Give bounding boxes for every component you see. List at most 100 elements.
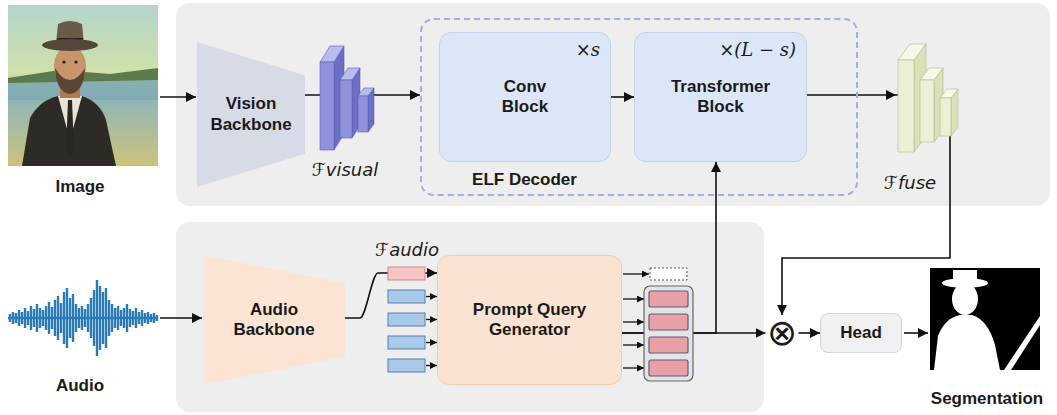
token-arrow xyxy=(426,365,437,366)
feature-label: ℱfuse xyxy=(884,172,936,194)
visual-feature-map xyxy=(320,46,374,150)
prompt-query xyxy=(649,291,688,307)
text-holder: ELF Decoder xyxy=(439,170,610,190)
trapezoid-fill xyxy=(203,255,345,385)
node-label: Audio Backbone xyxy=(230,300,318,341)
mask-ground xyxy=(930,268,1040,370)
flow-arrow xyxy=(611,96,634,98)
conv-block: Conv Block ×s xyxy=(439,32,611,162)
label-holder: ℱvisual xyxy=(312,159,379,181)
feature-slab-front xyxy=(920,80,934,142)
feature-slab-top xyxy=(358,88,374,96)
photo-eye xyxy=(62,60,65,63)
head-box: Head xyxy=(820,313,902,353)
prompt-query xyxy=(649,337,688,353)
fuse-arrowhead xyxy=(886,90,896,100)
photo-ground xyxy=(8,5,158,166)
feature-slab-top xyxy=(340,68,360,80)
output-label: Segmentation xyxy=(931,389,1043,409)
node-label: Conv Block xyxy=(494,77,556,118)
label-holder: Audio xyxy=(56,376,104,396)
feature-slab-top xyxy=(920,68,943,80)
query-token xyxy=(388,359,425,372)
feature-slab-front xyxy=(358,96,368,132)
query-token xyxy=(388,313,425,326)
photo-hat-brim xyxy=(42,39,98,51)
trapezoid-fill xyxy=(197,42,305,187)
node-label: Vision Backbone xyxy=(207,94,295,135)
feature-label: ℱaudio xyxy=(375,239,439,261)
query-generator: Prompt Query Generator xyxy=(437,255,622,385)
photo-tie xyxy=(66,100,74,158)
query-arrow xyxy=(623,344,644,345)
output-arrow xyxy=(904,332,928,334)
query-arrow xyxy=(623,321,644,322)
node-label: ⊗ xyxy=(767,315,797,351)
label-holder: ℱaudio xyxy=(375,239,439,261)
segmentation-mask xyxy=(930,268,1040,370)
decoder-group: ELF Decoder Conv Block ×sTransformer Block… xyxy=(420,18,858,196)
mask-head xyxy=(952,283,978,315)
photo-jacket xyxy=(22,96,116,166)
photo-eye xyxy=(74,60,77,63)
query-arrow xyxy=(623,298,644,299)
feature-slab-front xyxy=(340,80,352,138)
feature-slab-top xyxy=(320,46,344,62)
text-holder: Audio Backbone xyxy=(203,255,345,385)
feature-slab-top xyxy=(898,44,926,60)
photo-beard xyxy=(55,68,85,94)
text-holder: Head xyxy=(821,314,901,352)
node-label: Head xyxy=(840,323,882,343)
query-arrow xyxy=(623,367,644,368)
node-label: Transformer Block xyxy=(660,77,782,118)
label-holder: Image xyxy=(55,177,104,197)
feature-slab-front xyxy=(940,98,951,136)
query-token xyxy=(388,336,425,349)
feature-slab-top xyxy=(940,89,958,98)
token-arrow xyxy=(426,296,437,297)
bottom-panel xyxy=(176,222,764,412)
input-label: Audio xyxy=(56,376,104,396)
top-panel xyxy=(176,3,1050,206)
node-label: ELF Decoder xyxy=(472,170,577,190)
label-holder: Segmentation xyxy=(931,389,1043,409)
vision-backbone: Vision Backbone xyxy=(197,42,305,187)
token-arrow xyxy=(426,342,437,343)
text-holder: Prompt Query Generator xyxy=(438,256,621,384)
fused-feature-map xyxy=(898,44,958,152)
input-arrow xyxy=(160,317,202,319)
input-label: Image xyxy=(55,177,104,197)
feature-label: ℱvisual xyxy=(312,159,379,181)
feature-slab-front xyxy=(320,62,334,150)
label-holder: ℱfuse xyxy=(884,172,936,194)
dropped-token xyxy=(650,268,687,280)
prompt-query xyxy=(649,314,688,330)
node-label: Prompt Query Generator xyxy=(449,300,611,341)
text-holder: ×(L − s) xyxy=(719,39,796,61)
query-arrow xyxy=(623,273,649,274)
flow-arrow xyxy=(799,332,821,334)
feature-slab-front xyxy=(898,60,914,152)
mask-streak xyxy=(1004,316,1040,370)
token-arrow xyxy=(426,319,437,320)
multiply-operator: ⊗ xyxy=(766,315,799,351)
input-arrow xyxy=(160,96,196,98)
mask-body xyxy=(934,315,1000,370)
text-holder: ×s xyxy=(576,39,600,61)
prompt-queries xyxy=(623,268,693,381)
audio-token xyxy=(388,267,425,280)
audio-tokens xyxy=(388,267,437,372)
query-token xyxy=(388,290,425,303)
text-holder: Vision Backbone xyxy=(197,42,305,187)
input-photo xyxy=(8,5,158,166)
audio-backbone: Audio Backbone xyxy=(203,255,345,385)
text-holder: ⊗ xyxy=(766,315,799,351)
repeat-count: ×(L − s) xyxy=(719,39,796,61)
query-stack xyxy=(644,286,693,381)
audio-waveform xyxy=(8,280,158,356)
flow-arrow xyxy=(622,162,716,333)
prompt-query xyxy=(649,360,688,376)
